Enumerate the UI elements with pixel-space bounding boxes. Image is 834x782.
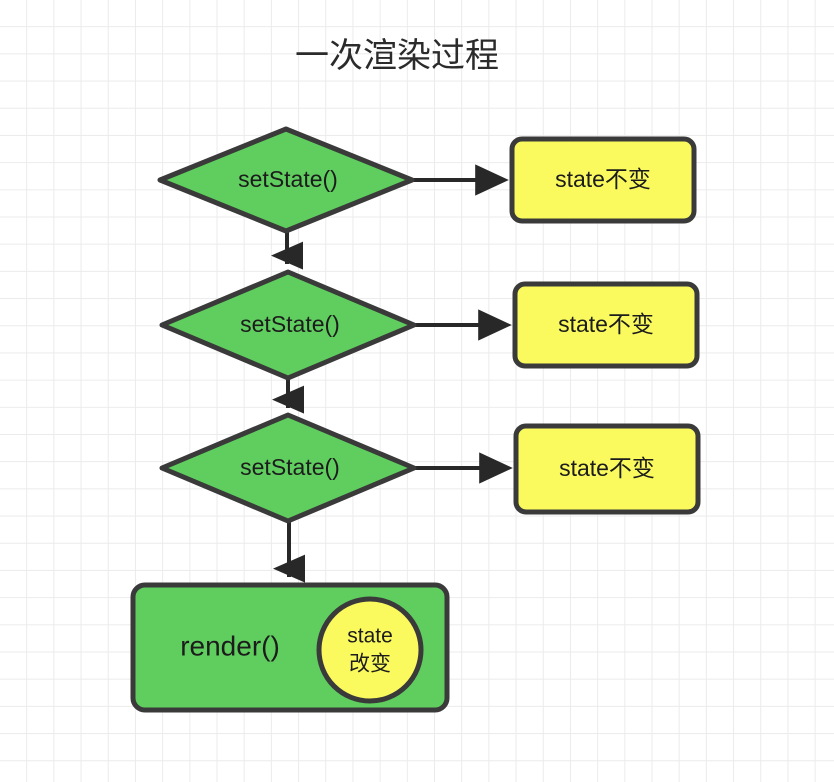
diamond-shape bbox=[159, 412, 417, 524]
node-label: state不变 bbox=[558, 311, 654, 337]
node-label: setState() bbox=[240, 311, 340, 337]
node-setstate-2[interactable]: setState() bbox=[159, 269, 417, 381]
node-label: state不变 bbox=[555, 166, 651, 192]
node-label: setState() bbox=[238, 166, 338, 192]
node-state-changed-badge[interactable]: state 改变 bbox=[316, 596, 424, 704]
rounded-rect-shape bbox=[513, 423, 701, 515]
rounded-rect-shape bbox=[509, 136, 697, 224]
rounded-rect-shape bbox=[512, 281, 700, 369]
node-label: render() bbox=[180, 630, 280, 661]
node-render[interactable]: render() state 改变 bbox=[130, 582, 450, 713]
node-label: setState() bbox=[240, 454, 340, 480]
node-state-unchanged-1[interactable]: state不变 bbox=[509, 136, 697, 224]
diagram-title: 一次渲染过程 bbox=[295, 37, 499, 75]
node-label: state不变 bbox=[559, 455, 655, 481]
node-state-unchanged-2[interactable]: state不变 bbox=[512, 281, 700, 369]
diamond-shape bbox=[157, 126, 415, 234]
diamond-shape bbox=[159, 269, 417, 381]
circle-shape bbox=[316, 596, 424, 704]
badge-label-line1: state bbox=[347, 625, 393, 648]
node-setstate-1[interactable]: setState() bbox=[157, 126, 415, 234]
badge-label-line2: 改变 bbox=[349, 653, 391, 676]
edge-group bbox=[271, 164, 513, 583]
node-state-unchanged-3[interactable]: state不变 bbox=[513, 423, 701, 515]
node-setstate-3[interactable]: setState() bbox=[159, 412, 417, 524]
